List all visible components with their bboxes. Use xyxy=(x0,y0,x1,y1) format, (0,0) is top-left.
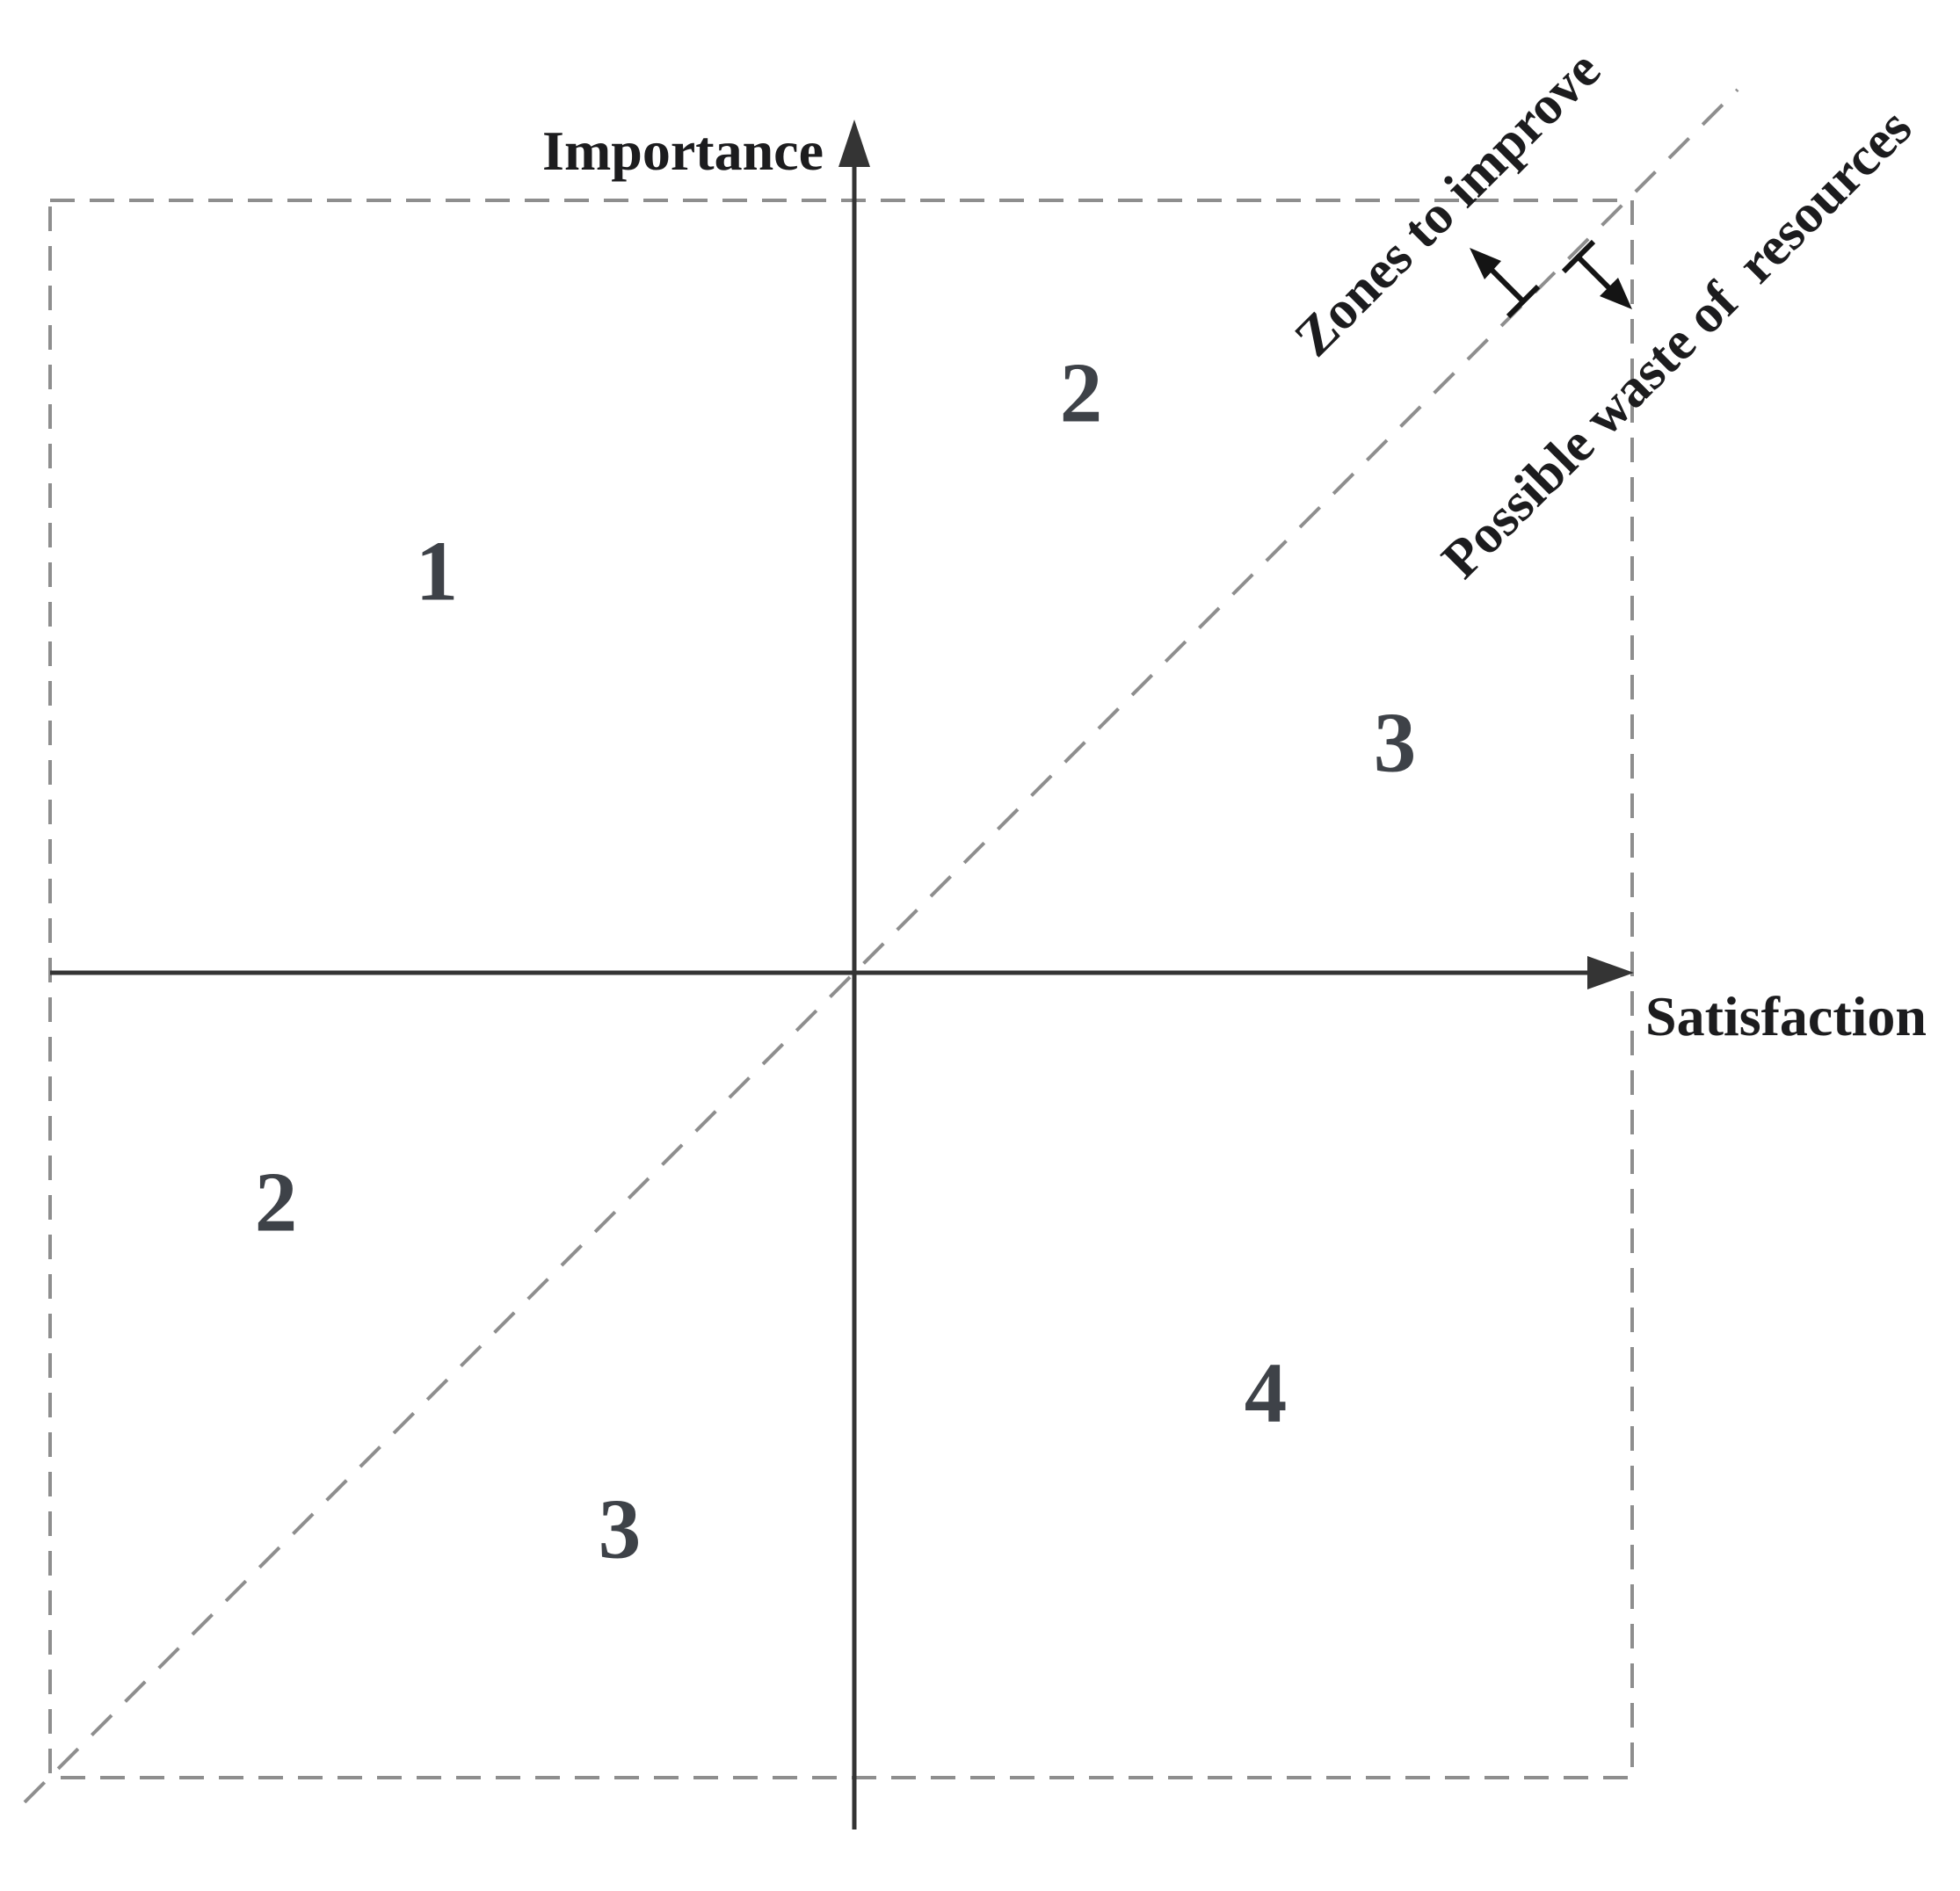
importance-axis-label: Importance xyxy=(542,120,824,182)
quadrant-boundary-box xyxy=(48,199,1634,1779)
waste-direction-arrow-icon xyxy=(1561,239,1632,309)
waste-arrow-shaft xyxy=(1575,254,1615,293)
improve-arrow-head xyxy=(1470,248,1501,279)
waste-arrow-tail-tick xyxy=(1561,239,1596,274)
improve-arrow-tail-tick xyxy=(1506,284,1541,319)
improve-arrow-shaft xyxy=(1486,264,1526,304)
satisfaction-axis-label: Satisfaction xyxy=(1645,985,1927,1047)
satisfaction-axis-arrowhead-icon xyxy=(1587,956,1634,989)
importance-axis-arrowhead-icon xyxy=(838,120,870,167)
zone-number-lower-left: 2 xyxy=(254,1155,298,1250)
diagonal-line xyxy=(23,88,1739,1804)
waste-arrow-head xyxy=(1600,278,1632,309)
zone-number-upper-mid: 2 xyxy=(1059,345,1103,440)
zone-number-lower-right: 4 xyxy=(1244,1345,1288,1440)
improve-direction-arrow-icon xyxy=(1470,248,1541,319)
zone-number-upper-left: 1 xyxy=(415,524,459,619)
zone-number-upper-right: 3 xyxy=(1373,695,1417,790)
zone-number-lower-mid: 3 xyxy=(598,1482,642,1576)
